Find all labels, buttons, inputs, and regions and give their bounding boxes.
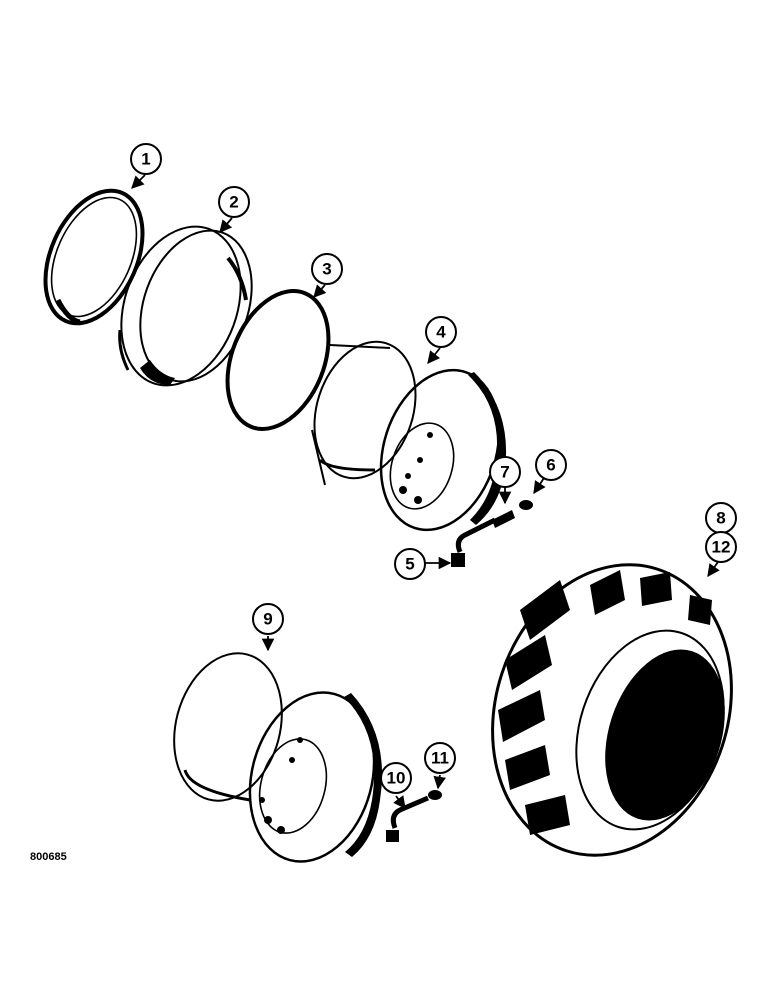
valve-stem-part-10 xyxy=(386,795,429,842)
rim-part-9 xyxy=(173,652,383,863)
svg-text:6: 6 xyxy=(546,456,555,475)
svg-text:10: 10 xyxy=(387,769,406,788)
side-ring-part xyxy=(118,225,253,387)
tire-part xyxy=(491,563,733,857)
callout-2: 2 xyxy=(218,186,250,218)
svg-text:11: 11 xyxy=(431,749,449,768)
figure-reference-code: 800685 xyxy=(30,851,67,863)
callout-10: 10 xyxy=(380,762,412,794)
valve-extension-part-7 xyxy=(492,510,515,528)
leader-lines xyxy=(131,174,720,810)
callout-6: 6 xyxy=(535,449,567,481)
svg-text:5: 5 xyxy=(405,555,414,574)
callout-9: 9 xyxy=(252,603,284,635)
svg-text:4: 4 xyxy=(436,323,446,342)
svg-text:8: 8 xyxy=(716,509,725,528)
callout-8: 8 xyxy=(705,502,737,534)
svg-text:3: 3 xyxy=(322,260,331,279)
callout-7: 7 xyxy=(489,456,521,488)
callout-5: 5 xyxy=(394,548,426,580)
svg-text:2: 2 xyxy=(229,193,238,212)
svg-text:9: 9 xyxy=(263,610,272,629)
callout-11: 11 xyxy=(424,742,456,774)
callout-4: 4 xyxy=(425,316,457,348)
callout-1: 1 xyxy=(130,143,162,175)
rim-part-4 xyxy=(311,340,507,532)
o-ring-part xyxy=(225,289,331,431)
svg-text:7: 7 xyxy=(500,463,509,482)
svg-text:1: 1 xyxy=(141,150,150,169)
valve-stem-part-5 xyxy=(451,517,497,567)
callout-3: 3 xyxy=(311,253,343,285)
callout-12: 12 xyxy=(705,531,737,563)
svg-text:12: 12 xyxy=(712,538,731,557)
valve-cap-part-6 xyxy=(519,500,533,510)
valve-cap-part-11 xyxy=(428,790,442,800)
